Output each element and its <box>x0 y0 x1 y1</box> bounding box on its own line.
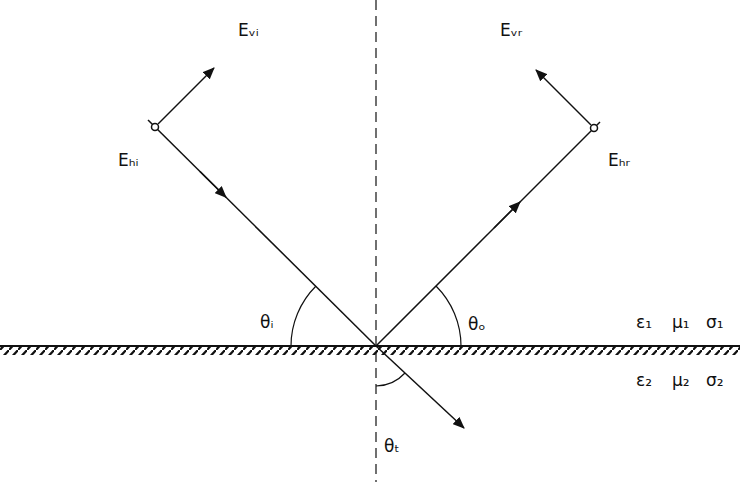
field-label: Eᵥᵣ <box>500 20 522 40</box>
angle-label: θₒ <box>468 314 485 334</box>
field-dot <box>591 125 598 132</box>
reflected-ray <box>376 122 600 346</box>
medium-parameter: σ₁ <box>706 312 724 332</box>
normal-line <box>375 0 376 482</box>
angle-label: θᵢ <box>260 312 273 332</box>
reflected-arrowhead <box>494 202 520 228</box>
medium-parameter: ε₂ <box>636 370 652 390</box>
medium-parameter: μ₂ <box>672 370 690 390</box>
medium-parameter: μ₁ <box>672 312 690 332</box>
field-label: Eₕᵢ <box>118 150 139 170</box>
field-dot <box>152 124 159 131</box>
angle-arc <box>376 373 405 386</box>
field-vector <box>158 68 214 124</box>
transmitted-ray <box>376 346 464 428</box>
incident-arrowhead <box>200 172 226 198</box>
incident-ray <box>148 120 376 346</box>
field-label: Eᵥᵢ <box>238 20 259 40</box>
angle-arc <box>291 286 316 346</box>
medium-parameter: σ₂ <box>706 370 724 390</box>
field-vector <box>536 70 591 125</box>
field-label: Eₕᵣ <box>608 150 630 170</box>
angle-label: θₜ <box>384 436 399 456</box>
medium-parameter: ε₁ <box>636 312 652 332</box>
interface-line <box>0 345 740 347</box>
surface-hatching <box>0 346 740 355</box>
angle-arc <box>436 286 461 346</box>
